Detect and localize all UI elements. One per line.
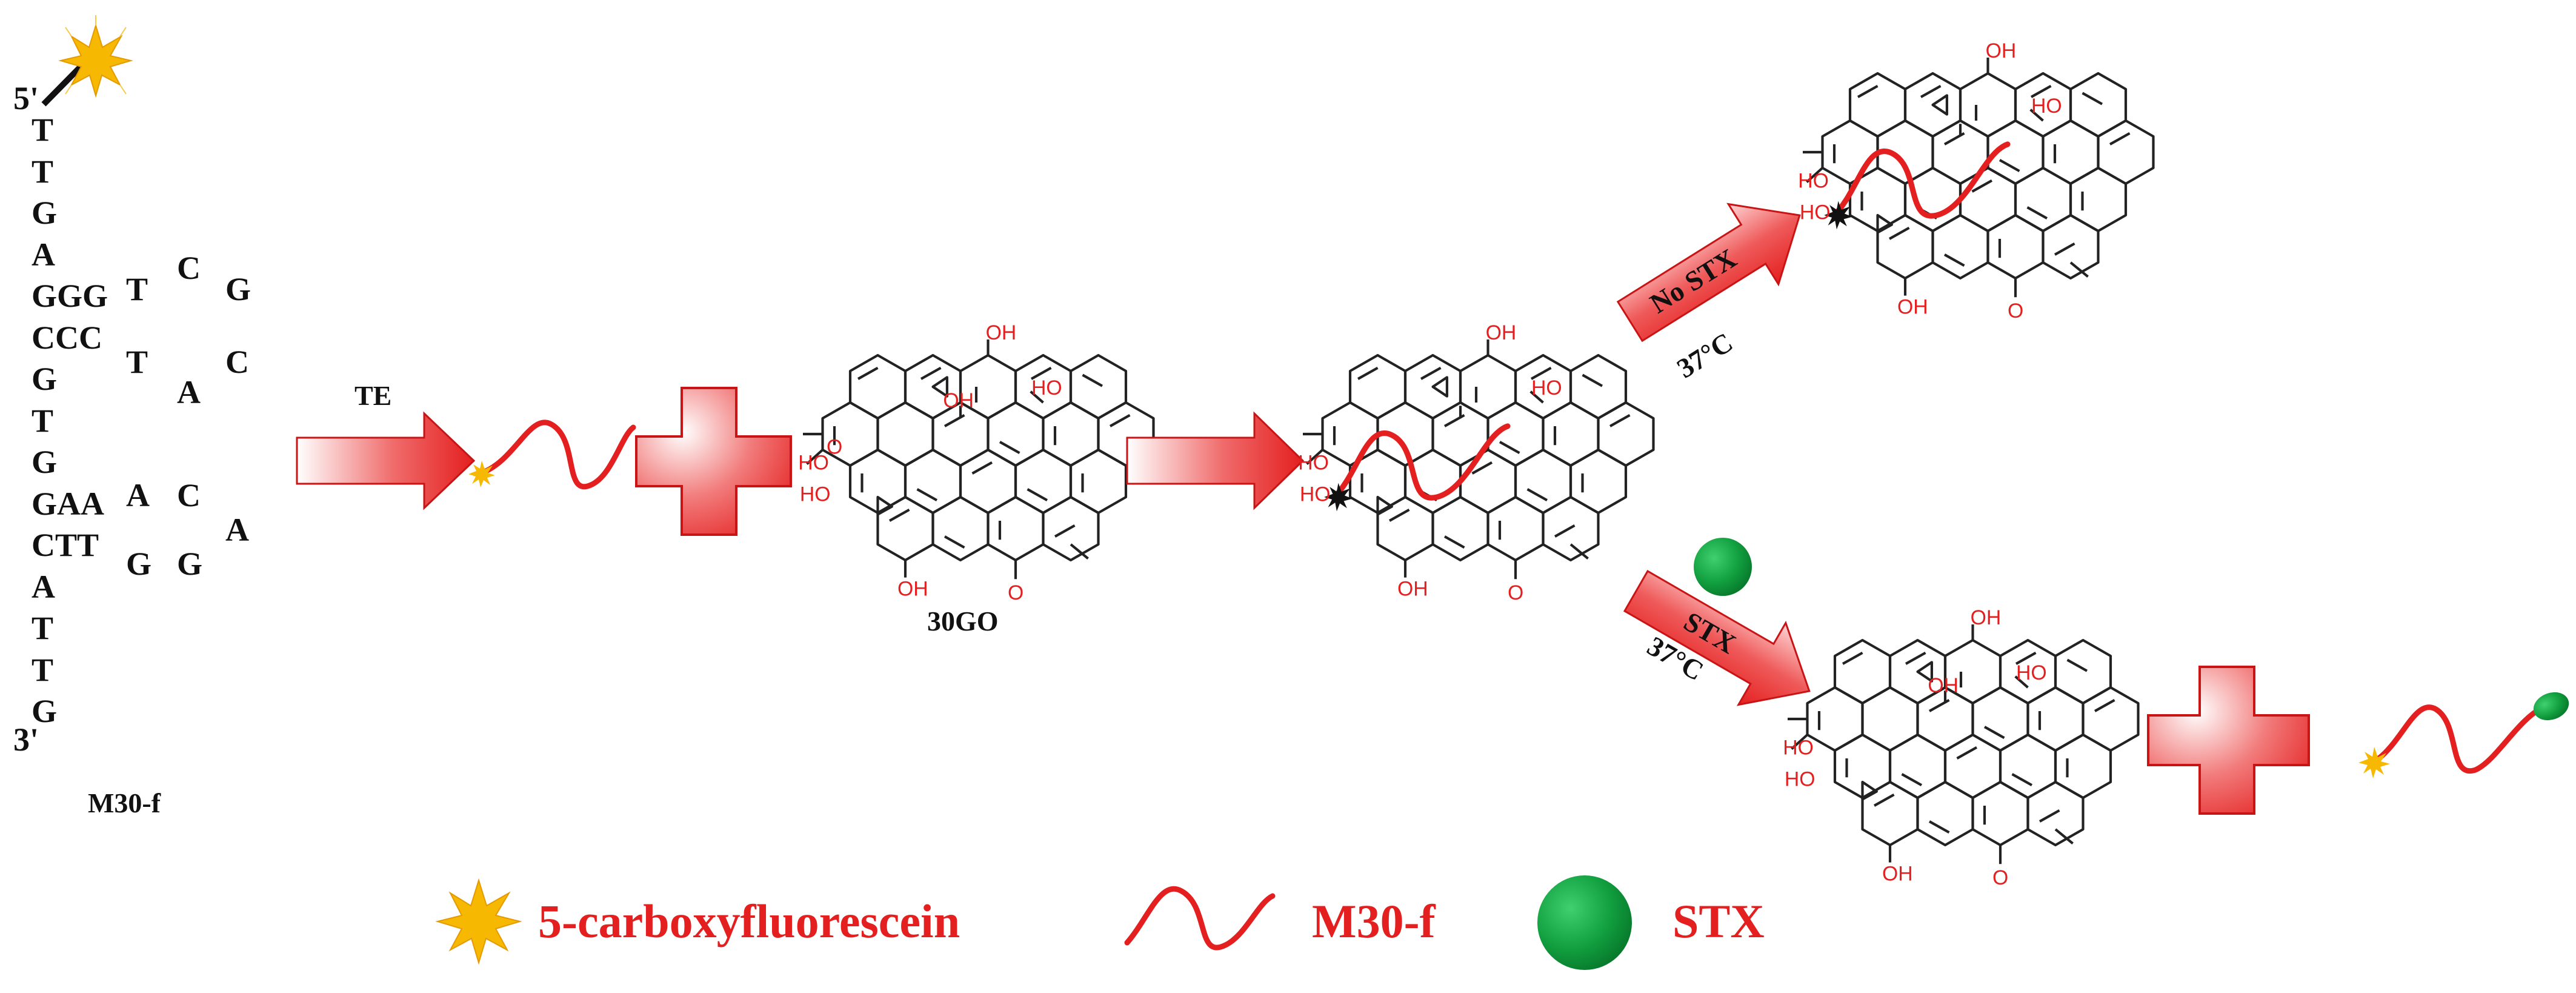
chem-label: OH (1986, 39, 2017, 62)
go-strand-complex-no-stx: HO HO OH OH O HO (1798, 39, 2153, 323)
fluorophore-star-icon (2358, 747, 2390, 778)
stem-base: G (32, 195, 57, 231)
stem-base: CTT (32, 527, 99, 563)
arrow-icon (296, 411, 476, 510)
loop-base: G (126, 546, 151, 582)
chem-label: HO (1798, 169, 1829, 192)
legend-stx-label: STX (1672, 895, 1765, 948)
dna-strand-icon (1831, 141, 2011, 219)
go-label: 30GO (927, 606, 999, 637)
chem-label: HO (1785, 768, 1816, 791)
temp-upper-label: 37°C (1671, 326, 1738, 384)
loop-base: C (177, 477, 201, 513)
stem-base: G (32, 693, 57, 729)
stx-sphere-icon (2533, 692, 2569, 721)
chem-label: OH (1928, 674, 1959, 697)
loop-base: G (177, 546, 202, 582)
stem-base: T (32, 652, 53, 688)
chem-label: HO (1800, 201, 1831, 224)
loop-base: T (126, 271, 148, 307)
dna-strand-icon (2372, 703, 2548, 774)
chem-label: OH (1971, 606, 2002, 629)
stem-base: G (32, 444, 57, 480)
chem-label: OH (1897, 295, 1928, 318)
quenched-fluorophore-icon (1324, 483, 1353, 512)
chem-label: HO (1300, 483, 1331, 506)
fluorophore-star-icon (58, 15, 133, 98)
stem-base: A (32, 236, 55, 273)
legend-fluor-label: 5-carboxyfluorescein (538, 895, 960, 948)
chem-label: HO (2016, 661, 2047, 684)
dna-strand-icon (1124, 886, 1276, 951)
chem-label: HO (798, 452, 829, 475)
go-strand-complex: HO HO OH OH O HO (1298, 321, 1653, 604)
stem-base: GAA (32, 486, 104, 522)
dna-strand-icon (1331, 423, 1511, 501)
free-strand (468, 420, 636, 490)
stem-base: T (32, 112, 53, 148)
chem-label: HO (1531, 376, 1562, 400)
stx-sphere-icon (1537, 875, 1632, 970)
loop-base: T (126, 344, 148, 380)
chem-label: OH (897, 578, 928, 601)
arrow-icon (1126, 411, 1305, 510)
graphene-oxide-released: HO HO OH OH OH O HO (1783, 606, 2138, 889)
loop-base: C (225, 344, 249, 380)
quenched-fluorophore-icon (1824, 201, 1852, 230)
chem-label: HO (1298, 452, 1329, 475)
loop-base: C (177, 250, 201, 286)
chem-label: HO (1031, 376, 1062, 400)
chem-label: O (1992, 866, 2008, 889)
stem-base: GGG (32, 278, 108, 314)
plus-icon (2147, 666, 2310, 815)
stx-arrow: STX (1623, 570, 1811, 706)
loop-base: A (225, 512, 249, 548)
legend: 5-carboxyfluorescein M30-f STX (435, 875, 1765, 970)
chem-label: HO (1783, 737, 1814, 760)
stem-base: G (32, 361, 57, 397)
loop-base: G (225, 271, 251, 307)
strand-stx-complex (2358, 692, 2569, 778)
stx-sphere-icon (1694, 538, 1752, 596)
stem-base: A (32, 569, 55, 605)
chem-label: OH (986, 321, 1017, 344)
fluorophore-star-icon (435, 878, 522, 965)
loop-base: A (177, 374, 201, 410)
chem-label: O (1508, 581, 1523, 604)
stem-base: T (32, 403, 53, 439)
chem-label: HO (2031, 95, 2062, 118)
stem-base: T (32, 610, 53, 646)
chem-label: O (1008, 581, 1023, 604)
te-label: TE (354, 380, 391, 411)
fluorophore-star-icon (468, 461, 495, 487)
dna-strand-icon (479, 420, 636, 490)
stem-base: CCC (32, 319, 102, 356)
sequence-name-label: M30-f (88, 787, 161, 818)
plus-icon (635, 387, 792, 536)
five-prime-label: 5' (13, 80, 39, 116)
three-prime-label: 3' (13, 721, 39, 758)
no-stx-arrow: No STX (1616, 202, 1801, 343)
chem-label: OH (1397, 578, 1428, 601)
chem-label: O (2008, 299, 2023, 323)
chem-label: OH (1486, 321, 1517, 344)
loop-base: A (126, 477, 150, 513)
chem-label: OH (943, 389, 974, 412)
chem-label: O (827, 436, 842, 459)
fluorophore-linker (41, 63, 84, 107)
legend-strand-label: M30-f (1312, 895, 1436, 948)
chem-label: OH (1882, 863, 1913, 886)
chem-label: HO (800, 483, 831, 506)
arrow-icon (1616, 202, 1801, 343)
arrow-icon (1623, 570, 1811, 706)
stem-base: T (32, 153, 53, 190)
graphene-oxide-molecule: HO HO OH OH OH O HO O (798, 321, 1153, 604)
